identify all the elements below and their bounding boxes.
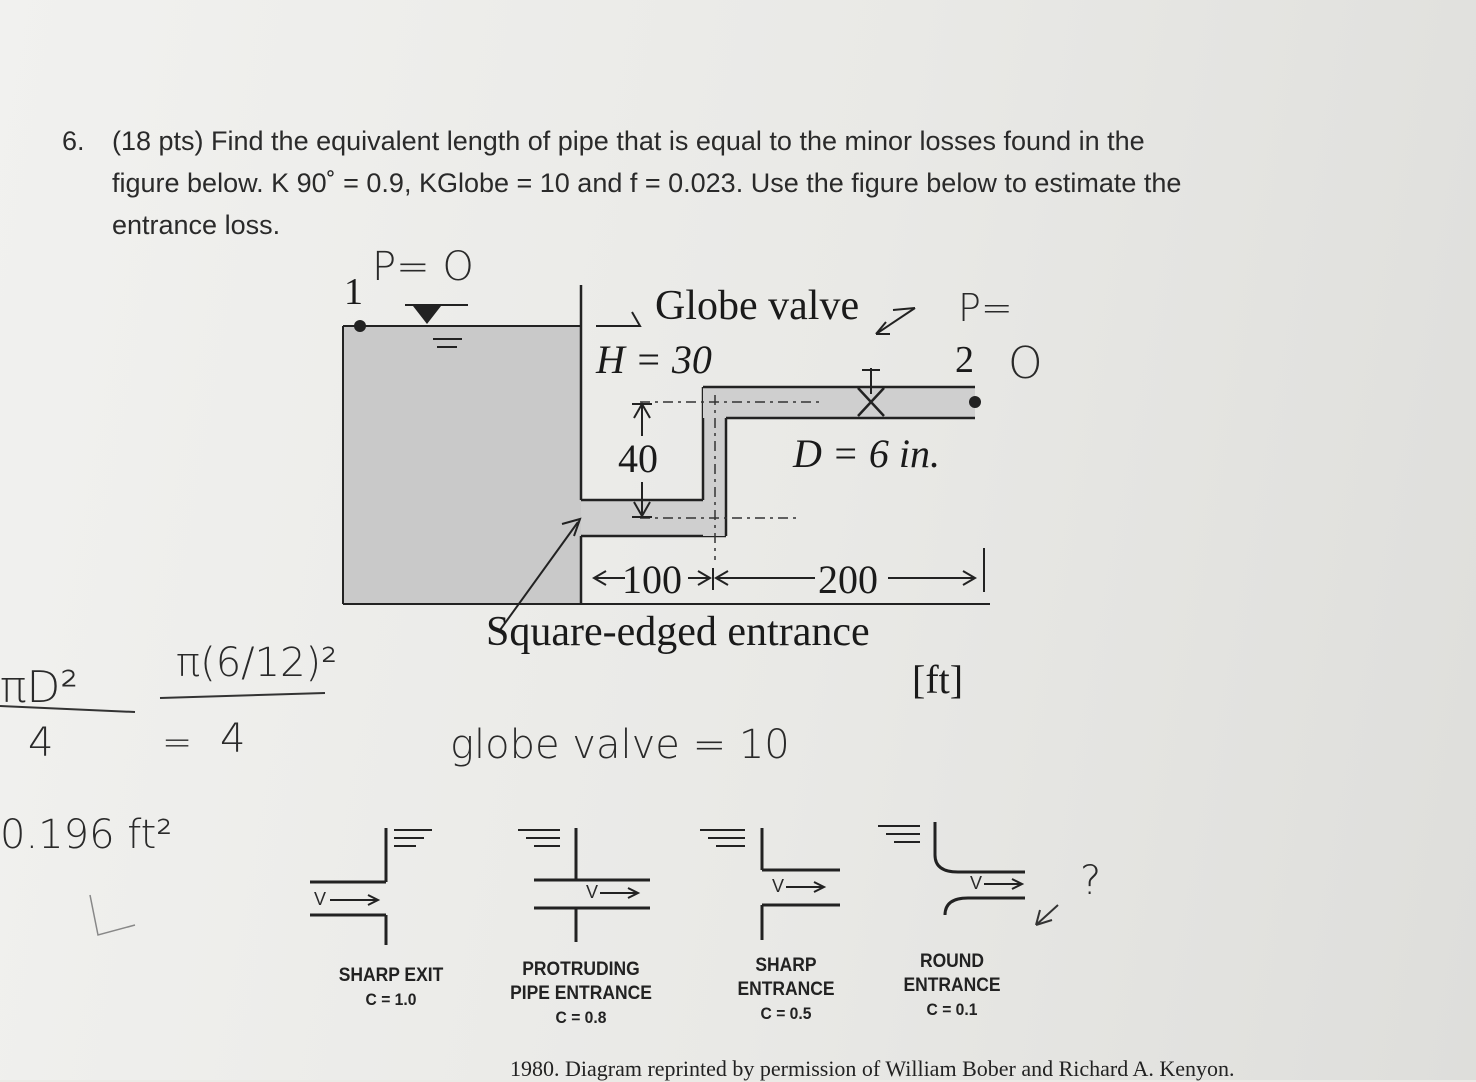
entrance-label-sharp-entrance: SHARP ENTRANCE C = 0.5: [731, 954, 841, 1026]
sharp-entrance-diagram: [700, 828, 840, 940]
entrance-label-sharp-exit: SHARP EXIT C = 1.0: [331, 964, 451, 1012]
entrance-coefficient: C = 1.0: [365, 990, 417, 1009]
dimension-200-label: 200: [818, 557, 878, 602]
handwritten-question-mark: ?: [1080, 858, 1102, 904]
globe-valve-label: Globe valve: [655, 283, 860, 329]
velocity-label-1: V: [314, 889, 327, 909]
entrance-name-line: ENTRANCE: [737, 979, 835, 1000]
handwritten-equals: =: [162, 722, 193, 763]
pipe-riser: [703, 387, 726, 536]
handwritten-area-lhs: πD²: [0, 662, 79, 713]
sharp-exit-diagram: [310, 828, 432, 945]
fraction-bar-right: [159, 692, 326, 699]
entrance-name-line: PROTRUDING: [522, 959, 640, 980]
velocity-label-4: V: [970, 873, 983, 893]
entrance-coefficient: C = 0.5: [760, 1004, 812, 1023]
scribble-mark: [89, 894, 136, 936]
problem-line-3: entrance loss.: [112, 210, 281, 240]
handwritten-pressure-2-value: O: [1008, 338, 1043, 389]
square-edged-entrance-label: Square-edged entrance: [486, 609, 870, 655]
entrance-name-line: SHARP: [755, 955, 817, 976]
depth-dimension-label: 40: [618, 436, 658, 481]
point-2-dot: [969, 396, 981, 408]
velocity-label-3: V: [772, 876, 785, 896]
point-2-label: 2: [955, 339, 974, 381]
reservoir: [343, 326, 581, 604]
handwritten-area-rhs-den: 4: [220, 716, 246, 762]
pipe-diameter-label: D = 6 in.: [793, 431, 940, 476]
entrance-coefficient: C = 0.8: [555, 1008, 607, 1027]
velocity-label-2: V: [586, 882, 599, 902]
h-dimension-label: H = 30: [596, 337, 712, 382]
water-surface-icon: [413, 306, 441, 324]
handwritten-pressure-1: P= O: [372, 244, 474, 290]
handwritten-arrow: [1035, 904, 1059, 926]
point-1-label: 1: [344, 271, 363, 313]
fraction-bar-left: [0, 705, 136, 713]
problem-line-1: (18 pts) Find the equivalent length of p…: [112, 126, 1145, 156]
round-entrance-diagram: [878, 822, 1025, 916]
entrance-coefficient: C = 0.1: [926, 1000, 978, 1019]
handwritten-pressure-2: P=: [958, 286, 1013, 330]
dimension-100-label: 100: [622, 557, 682, 602]
problem-line-2: figure below. K 90˚ = 0.9, KGlobe = 10 a…: [112, 168, 1182, 198]
entrance-label-round-entrance: ROUND ENTRANCE C = 0.1: [897, 950, 1007, 1022]
pipe-upper: [703, 387, 975, 418]
protruding-entrance-diagram: [518, 828, 650, 942]
units-label: [ft]: [912, 657, 964, 702]
entrance-label-protruding: PROTRUDING PIPE ENTRANCE C = 0.8: [503, 958, 659, 1030]
handwritten-area-rhs: π(6/12)²: [176, 640, 338, 686]
handwritten-area-lhs-den: 4: [28, 720, 54, 766]
entrance-name-line: ROUND: [919, 951, 985, 972]
figure-credit: 1980. Diagram reprinted by permission of…: [510, 1056, 1235, 1081]
problem-number: 6.: [62, 126, 85, 156]
globe-valve-icon: [857, 387, 885, 417]
entrance-name-line: PIPE ENTRANCE: [510, 983, 652, 1004]
entrance-name-line: ENTRANCE: [903, 975, 1001, 996]
entrance-name-line: SHARP EXIT: [338, 965, 444, 986]
handwritten-globe-note: globe valve = 10: [450, 722, 790, 768]
handwritten-area-result: 0.196 ft²: [0, 812, 173, 858]
point-1-dot: [354, 320, 366, 332]
